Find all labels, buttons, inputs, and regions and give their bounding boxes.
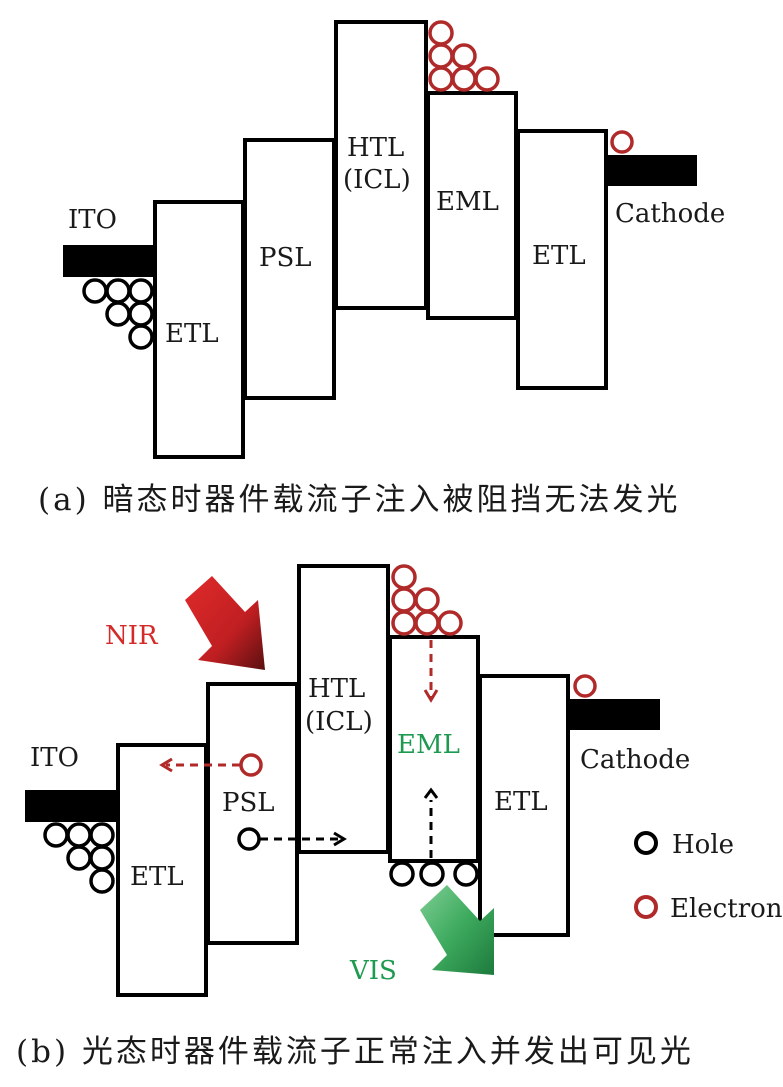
- hole-icon: [43, 822, 69, 848]
- hole-icon: [419, 861, 445, 887]
- hole-icon: [105, 301, 131, 327]
- electron-icon: [474, 66, 500, 92]
- panel-b: ITO ETL PSL HTL (ICL) EML: [25, 564, 783, 997]
- cathode-label-a: Cathode: [615, 199, 725, 229]
- htl-layer-b: [297, 564, 390, 854]
- hole-icon: [66, 845, 92, 871]
- photo-electron-arrow-left: [159, 753, 263, 777]
- hole-icon: [89, 845, 115, 871]
- nir-light-arrow-icon: [185, 576, 265, 670]
- hole-icon: [128, 324, 154, 350]
- cathode-electrode-b: [570, 699, 660, 730]
- etl-right-layer-a: [516, 129, 608, 390]
- legend-hole-label: Hole: [672, 830, 734, 860]
- caption-b: (b) 光态时器件载流子正常注入并发出可见光: [16, 1034, 694, 1070]
- eml-label-b: EML: [397, 730, 460, 760]
- electron-icon: [437, 610, 463, 636]
- electron-icon: [391, 610, 417, 636]
- hole-icon: [128, 278, 154, 304]
- electron-icon: [573, 674, 597, 698]
- etl-left-label-b: ETL: [130, 862, 184, 892]
- hole-icon: [389, 861, 415, 887]
- ito-label-b: ITO: [30, 743, 79, 773]
- etl-left-layer-a: [153, 200, 245, 459]
- electron-stack-a: [428, 20, 500, 92]
- caption-a: (a) 暗态时器件载流子注入被阻挡无法发光: [38, 482, 681, 518]
- electron-icon: [451, 43, 477, 69]
- hole-icon: [89, 822, 115, 848]
- hole-stack-b: [43, 822, 115, 894]
- htl-label-line1-a: HTL: [347, 133, 404, 163]
- hole-icon: [453, 861, 479, 887]
- eml-layer-b: [388, 635, 480, 863]
- cathode-label-b: Cathode: [580, 745, 690, 775]
- htl-layer-a: [334, 20, 428, 310]
- psl-layer-a: [243, 138, 336, 400]
- electron-stack-b: [391, 564, 463, 636]
- electron-icon: [391, 587, 417, 613]
- etl-left-label-a: ETL: [165, 319, 219, 349]
- htl-label-line1-b: HTL: [308, 674, 365, 704]
- nir-label: NIR: [105, 621, 159, 651]
- legend-electron-icon: [634, 895, 658, 919]
- legend-electron-label: Electron: [670, 894, 783, 924]
- etl-right-label-b: ETL: [494, 787, 548, 817]
- psl-layer-b: [206, 682, 299, 945]
- panel-a: ITO ETL PSL HTL (ICL) EML ETL: [63, 20, 725, 459]
- electron-icon: [428, 43, 454, 69]
- electron-icon: [414, 610, 440, 636]
- htl-label-line2-b: (ICL): [305, 707, 373, 737]
- electron-icon: [428, 20, 454, 46]
- etl-left-layer-b: [116, 743, 208, 997]
- ito-label-a: ITO: [68, 205, 117, 235]
- psl-label-a: PSL: [259, 243, 312, 273]
- etl-right-label-a: ETL: [532, 241, 586, 271]
- electron-transfer-arrow-down: [423, 640, 439, 703]
- electron-icon: [610, 130, 634, 154]
- eml-label-a: EML: [436, 187, 499, 217]
- electron-icon: [451, 66, 477, 92]
- hole-icon: [237, 827, 261, 851]
- hole-stack-a: [82, 278, 154, 350]
- psl-label-b: PSL: [222, 788, 275, 818]
- hole-transfer-arrow-up: [423, 787, 439, 858]
- hole-row-b: [389, 861, 479, 887]
- hole-icon: [128, 301, 154, 327]
- htl-label-line2-a: (ICL): [343, 165, 411, 195]
- legend-hole-icon: [634, 831, 658, 855]
- photo-hole-arrow-right: [237, 827, 347, 851]
- hole-icon: [66, 822, 92, 848]
- electron-icon: [391, 564, 417, 590]
- ito-electrode-b: [25, 790, 118, 822]
- vis-light-arrow-icon: [420, 885, 494, 975]
- cathode-electrode-a: [606, 155, 697, 186]
- electron-icon: [414, 587, 440, 613]
- etl-right-layer-b: [478, 674, 570, 937]
- hole-icon: [82, 278, 108, 304]
- ito-electrode-a: [63, 245, 155, 277]
- electron-icon: [428, 66, 454, 92]
- hole-icon: [89, 868, 115, 894]
- hole-icon: [105, 278, 131, 304]
- vis-label: VIS: [349, 956, 397, 986]
- electron-icon: [239, 753, 263, 777]
- legend: Hole Electron: [634, 830, 783, 924]
